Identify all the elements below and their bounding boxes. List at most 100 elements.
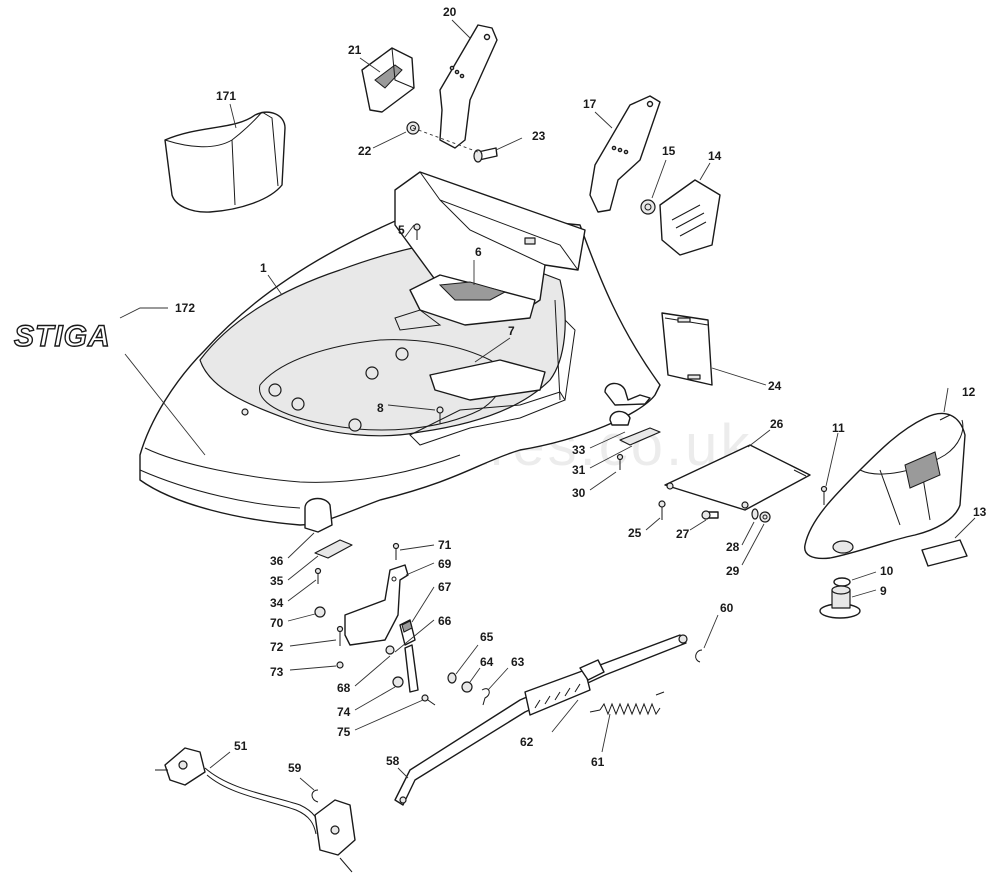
label-22: 22 [358,144,372,158]
part-75-bolt[interactable] [421,694,436,706]
part-51-axle[interactable] [155,747,356,873]
label-74: 74 [337,705,351,719]
label-59: 59 [288,761,302,775]
label-23: 23 [532,129,546,143]
part-33-bracket[interactable] [604,382,651,426]
part-59-clip[interactable] [311,789,319,803]
part-14-cover[interactable] [659,179,721,256]
part-25-screw[interactable] [658,500,666,520]
part-74-nut[interactable] [392,676,404,688]
part-7-plate[interactable] [409,359,566,446]
part-9-adjuster[interactable] [819,585,861,619]
part-68-washer[interactable] [385,645,395,655]
label-29: 29 [726,564,740,578]
label-63: 63 [511,655,525,669]
part-63-spring-clip[interactable] [481,688,490,706]
label-73: 73 [270,665,284,679]
label-70: 70 [270,616,284,630]
label-51: 51 [234,739,248,753]
part-62-plate[interactable] [524,659,605,716]
part-60-clip[interactable] [695,649,703,663]
part-31-plate[interactable] [619,427,661,446]
part-69-bracket[interactable] [344,564,409,646]
part-172-logo-decal[interactable]: STIGA [13,319,111,353]
label-64: 64 [480,655,494,669]
label-75: 75 [337,725,351,739]
part-65-spacer[interactable] [447,672,457,684]
label-21: 21 [348,43,362,57]
label-71: 71 [438,538,452,552]
label-6: 6 [475,245,482,259]
label-17: 17 [583,97,597,111]
label-65: 65 [480,630,494,644]
part-28-washer[interactable] [751,508,759,520]
part-11-screw[interactable] [820,485,828,506]
label-33: 33 [572,443,586,457]
part-10-ring[interactable] [833,577,851,587]
label-34: 34 [270,596,284,610]
part-17-bracket[interactable] [589,95,661,213]
part-73-nut[interactable] [336,661,344,669]
label-25: 25 [628,526,642,540]
stiga-logo: STIGA [14,320,111,353]
part-66-lever[interactable] [404,644,419,693]
part-36-bracket[interactable] [304,497,333,533]
label-8: 8 [377,401,384,415]
part-72-bolt[interactable] [336,625,344,647]
label-5: 5 [398,223,405,237]
label-1: 1 [260,261,267,275]
part-24-flap[interactable] [661,312,713,386]
label-30: 30 [572,486,586,500]
label-171: 171 [216,89,236,103]
label-58: 58 [386,754,400,768]
part-20-arm[interactable] [439,24,498,149]
part-15-nut[interactable] [640,199,656,215]
part-70-nut[interactable] [314,606,326,618]
part-8-screw[interactable] [436,406,444,424]
part-171-cover[interactable] [164,111,286,213]
label-35: 35 [270,574,284,588]
part-6-plate[interactable] [394,274,536,331]
label-27: 27 [676,527,690,541]
part-58-rod[interactable] [394,634,688,806]
part-5-screw[interactable] [413,223,421,240]
label-11: 11 [832,421,845,435]
part-61-spring[interactable] [589,691,665,716]
label-36: 36 [270,554,284,568]
label-60: 60 [720,601,734,615]
label-31: 31 [572,463,586,477]
part-71-screw[interactable] [392,542,400,561]
part-35-plate[interactable] [314,539,353,559]
part-29-nut[interactable] [759,511,771,523]
label-61: 61 [591,755,605,769]
part-34-screw[interactable] [314,567,322,585]
label-62: 62 [520,735,534,749]
label-68: 68 [337,681,351,695]
part-21-bracket[interactable] [361,47,415,113]
part-64-nut[interactable] [461,681,473,693]
label-66: 66 [438,614,452,628]
part-26-plate[interactable] [664,444,811,511]
label-14: 14 [708,149,722,163]
part-labels: 171 21 20 22 23 17 15 14 1 5 6 7 8 172 2… [175,5,987,775]
label-10: 10 [880,564,894,578]
label-12: 12 [962,385,976,399]
label-7: 7 [508,324,515,338]
label-72: 72 [270,640,284,654]
label-9: 9 [880,584,887,598]
part-30-screw[interactable] [616,453,624,471]
leader-lines [119,19,976,791]
label-67: 67 [438,580,452,594]
part-12-handle-cover[interactable] [804,412,966,560]
part-27-bolt[interactable] [701,510,719,520]
label-69: 69 [438,557,452,571]
label-28: 28 [726,540,740,554]
label-13: 13 [973,505,987,519]
part-22-nut[interactable] [406,121,420,135]
label-15: 15 [662,144,676,158]
part-23-bolt[interactable] [473,147,498,163]
part-13-clip[interactable] [921,539,968,567]
label-172: 172 [175,301,195,315]
label-24: 24 [768,379,782,393]
